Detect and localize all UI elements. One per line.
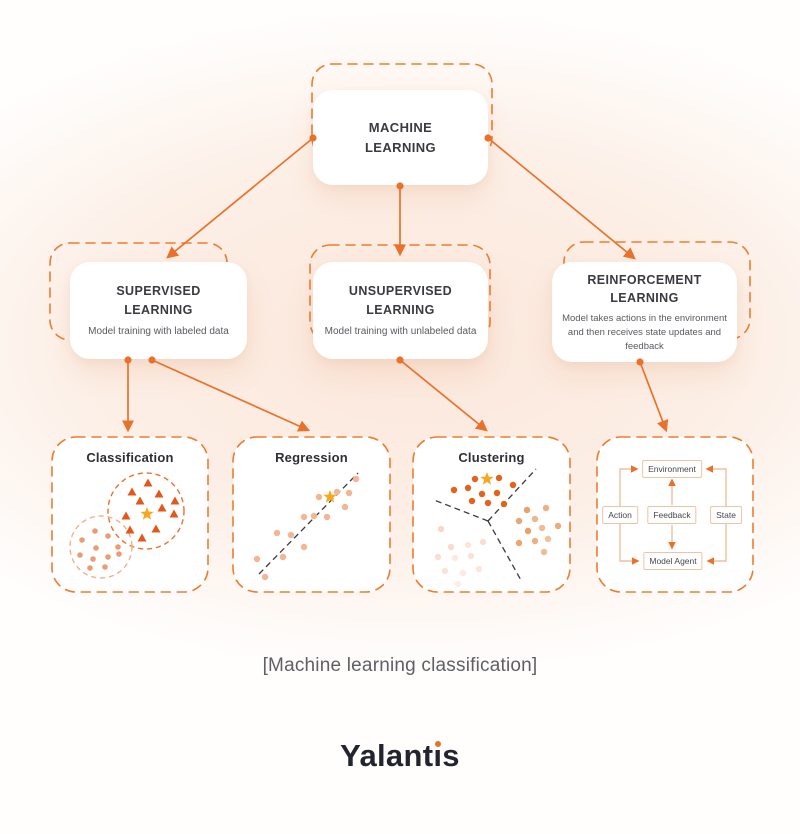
dot-points (77, 528, 122, 571)
feedback-node: Feedback (647, 506, 697, 524)
node-title: SUPERVISED LEARNING (116, 284, 201, 317)
node-machine-learning: MACHINE LEARNING (313, 90, 488, 185)
cluster-boundaries (433, 468, 537, 583)
leaf-regression: Regression (233, 437, 390, 592)
leaf-classification: Classification (52, 437, 208, 592)
environment-node: Environment (642, 460, 702, 478)
node-title: REINFORCEMENT LEARNING (587, 272, 702, 306)
node-title: UNSUPERVISED LEARNING (348, 284, 453, 317)
node-unsupervised-learning: UNSUPERVISED LEARNING Model training wit… (313, 262, 488, 359)
leaf-title: Clustering (458, 450, 525, 465)
node-reinforcement-learning: REINFORCEMENT LEARNING Model takes actio… (552, 262, 737, 362)
star-point (140, 507, 154, 520)
state-node: State (710, 506, 742, 524)
node-subtitle: Model takes actions in the environment a… (562, 313, 727, 352)
leaf-title: Classification (86, 450, 174, 465)
cluster-top-dots (450, 474, 517, 508)
trend-line (258, 472, 359, 575)
cluster-faint-dots (434, 525, 487, 588)
node-subtitle: Model training with unlabeled data (324, 325, 477, 337)
model-agent-node: Model Agent (643, 552, 703, 570)
leaf-reinforcement-loop: Environment Action Feedback State Model … (597, 437, 753, 592)
node-supervised-learning: SUPERVISED LEARNING Model training with … (70, 262, 247, 359)
node-title: MACHINE LEARNING (364, 120, 437, 155)
triangle-points (121, 478, 180, 542)
logo-orange-dot (434, 741, 441, 747)
dot-points (253, 475, 360, 581)
action-node: Action (602, 506, 638, 524)
leaf-title: Regression (275, 450, 348, 465)
cluster-right-dots (515, 504, 562, 556)
class-b-circle (69, 515, 133, 579)
star-point (480, 472, 494, 485)
leaf-clustering: Clustering (413, 437, 570, 592)
caption: [Machine learning classification] (262, 655, 538, 676)
node-subtitle: Model training with labeled data (88, 325, 229, 337)
